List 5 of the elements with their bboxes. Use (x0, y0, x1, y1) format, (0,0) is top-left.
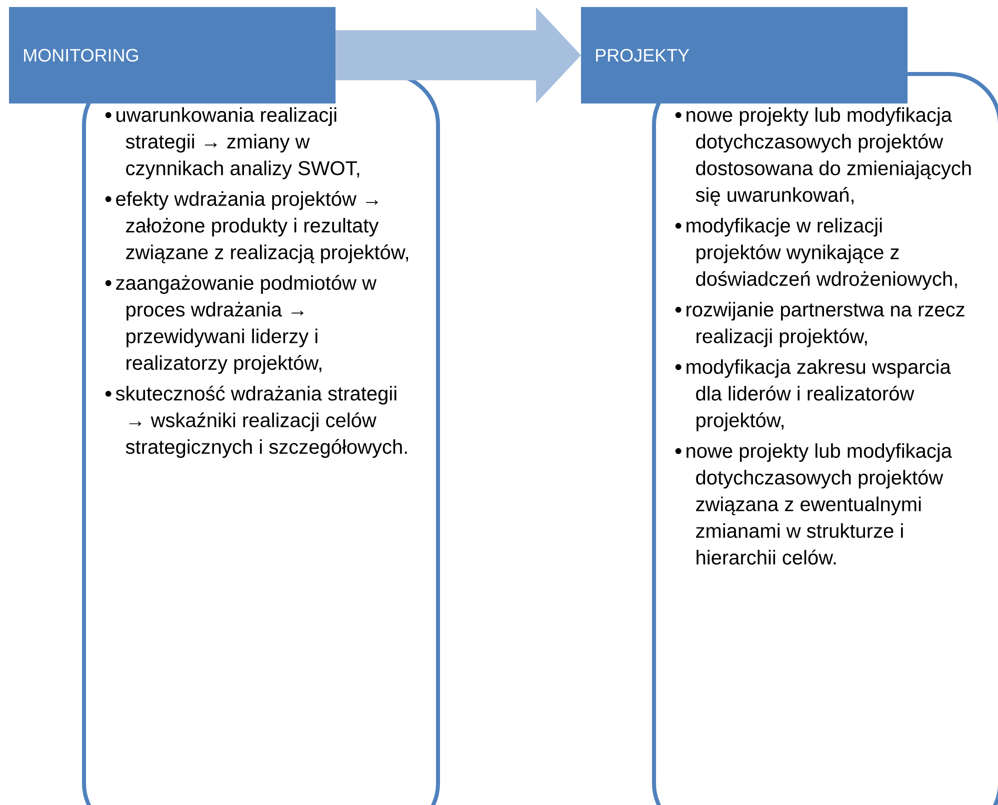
rounded-box: nowe projekty lub modyfikacja dotychczasowych projektów dostosowana do zmieniających się uwarunkowań, modyfikacje w relizacji projektów wynikające z doświadczeń wdrożeniowych, rozwijanie partnerstwa na rzecz realizacji projektów, modyfikacja zakresu wsparcia dla liderów i realizatorów projektów, nowe projekty lub modyfikacja dotychczasowych projektów związana z ewentualnymi zmianami w strukturze i hierarchii celów. (652, 72, 998, 805)
block-arrow (336, 7, 581, 104)
header-box: MONITORING (9, 7, 336, 104)
header-box: PROJEKTY (581, 7, 908, 104)
rounded-box: uwarunkowania realizacji strategii → zmiany w czynnikach analizy SWOT, efekty wdrażania projektów → założone produkty i rezultaty związane z realizacją projektów, zaangażowanie podmiotów w proces wdrażania → przewidywani liderzy i realizatorzy projektów, skuteczność wdrażania strategii → wskaźniki realizacji celów strategicznych i szczegółowych. (82, 72, 440, 805)
